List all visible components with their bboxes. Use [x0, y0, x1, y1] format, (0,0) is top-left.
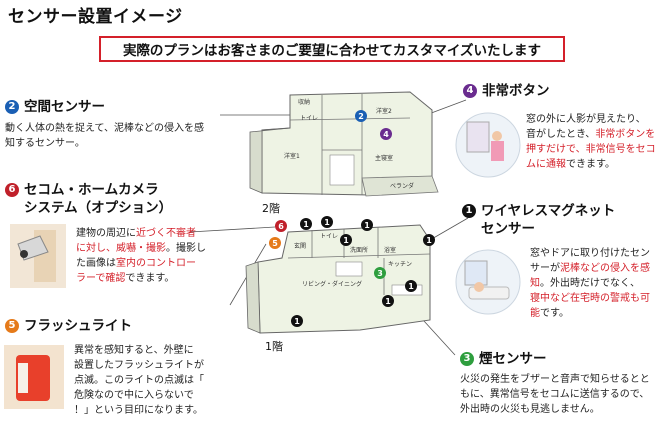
- customization-banner: 実際のプランはお客さまのご要望に合わせてカスタマイズいたします: [99, 36, 565, 62]
- window-sensor-illustration-icon: [455, 249, 521, 315]
- room-label-kitchen: キッチン: [388, 261, 412, 268]
- marker-3: 3: [374, 267, 386, 279]
- second-floor-plan: [249, 91, 439, 197]
- sensor-2-heading: 2 空間センサー: [5, 98, 223, 116]
- camera-illustration-icon: [10, 224, 66, 288]
- sensor-1-title-1: ワイヤレスマグネット: [481, 203, 616, 219]
- sensor-6-title-2: システム（オプション）: [24, 200, 173, 216]
- room-label-closet: 収納: [298, 98, 310, 106]
- marker-1-g: 1: [405, 280, 417, 292]
- sensor-2-title: 空間センサー: [24, 99, 105, 115]
- room-label-western2: 洋室2: [376, 107, 392, 115]
- marker-4-2f: 4: [380, 128, 392, 140]
- flashlight-illustration-icon: [4, 345, 64, 409]
- sensor-4-heading: 4 非常ボタン: [463, 82, 550, 100]
- svg-text:1: 1: [294, 317, 300, 326]
- sensor-1-number: 1: [462, 204, 476, 218]
- sensor-5-title: フラッシュライト: [24, 318, 132, 334]
- sensor-3-block: 3 煙センサー 火災の発生をブザーと音声で知らせるとと もに、異常信号をセコムに…: [460, 350, 660, 417]
- svg-text:4: 4: [383, 130, 389, 139]
- sensor-3-heading: 3 煙センサー: [460, 350, 660, 368]
- banner-text: 実際のプランはお客さまのご要望に合わせてカスタマイズいたします: [122, 43, 542, 59]
- room-label-washroom: 洗面所: [350, 246, 368, 254]
- page-title: センサー設置イメージ: [8, 7, 183, 27]
- floor-label-1f: 1階: [265, 340, 283, 353]
- marker-1-c: 1: [361, 219, 373, 231]
- sensor-6-desc: 建物の周辺に近づく不審者 に対し、威嚇・撮影。撮影し た画像は室内のコントロー …: [76, 228, 206, 284]
- room-label-veranda: ベランダ: [390, 182, 414, 190]
- marker-1-a: 1: [300, 218, 312, 230]
- room-label-toilet-1f: トイレ: [320, 233, 338, 240]
- sensor-1-desc: 窓やドアに取り付けたセン サーが泥棒などの侵入を感 知。外出時だけでなく、 寝中…: [530, 248, 650, 319]
- svg-text:1: 1: [385, 297, 391, 306]
- svg-text:2: 2: [358, 112, 364, 121]
- sensor-6-heading: 6 セコム・ホームカメラ: [5, 181, 225, 199]
- sensor-2-block: 2 空間センサー 動く人体の熱を捉えて、泥棒などの侵入を感 知するセンサー。: [5, 98, 223, 151]
- svg-text:1: 1: [303, 220, 309, 229]
- sensor-3-desc: 火災の発生をブザーと音声で知らせるとと もに、異常信号をセコムに送信するので、 …: [460, 374, 650, 415]
- sensor-3-title: 煙センサー: [479, 351, 547, 367]
- sensor-3-number: 3: [460, 352, 474, 366]
- marker-1-e: 1: [423, 234, 435, 246]
- svg-text:1: 1: [343, 236, 349, 245]
- marker-6: 6: [275, 220, 287, 232]
- svg-text:1: 1: [426, 236, 432, 245]
- sensor-5-number: 5: [5, 319, 19, 333]
- panic-button-illustration-icon: [455, 112, 521, 178]
- sensor-6-number: 6: [5, 183, 19, 197]
- sensor-4-number: 4: [463, 84, 477, 98]
- room-label-entrance: 玄関: [294, 242, 306, 250]
- room-label-living: リビング・ダイニング: [302, 280, 362, 288]
- sensor-6-block: 6 セコム・ホームカメラ システム（オプション）: [5, 181, 225, 217]
- marker-1-d: 1: [340, 234, 352, 246]
- room-label-western1: 洋室1: [284, 152, 300, 160]
- marker-1-h: 1: [291, 315, 303, 327]
- sensor-4-title: 非常ボタン: [482, 83, 550, 99]
- marker-1-f: 1: [382, 295, 394, 307]
- floor-label-2f: 2階: [262, 202, 280, 215]
- marker-5: 5: [269, 237, 281, 249]
- sensor-5-heading: 5 フラッシュライト: [5, 317, 132, 335]
- svg-text:1: 1: [324, 218, 330, 227]
- sensor-1-title-2: センサー: [481, 221, 535, 237]
- svg-text:1: 1: [408, 282, 414, 291]
- marker-2-2f: 2: [355, 110, 367, 122]
- sensor-4-desc: 窓の外に人影が見えたり、 音がしたとき、非常ボタンを 押すだけで、非常信号をセコ…: [526, 114, 656, 170]
- sensor-2-desc: 動く人体の熱を捉えて、泥棒などの侵入を感 知するセンサー。: [5, 123, 204, 149]
- svg-text:6: 6: [278, 222, 284, 231]
- sensor-5-desc: 異常を感知すると、外壁に 設置したフラッシュライトが 点滅。このライトの点滅は「…: [74, 345, 204, 416]
- room-label-master: 主寝室: [375, 154, 393, 162]
- room-label-toilet-2f: トイレ: [300, 115, 318, 122]
- svg-text:5: 5: [272, 239, 278, 248]
- sensor-2-number: 2: [5, 100, 19, 114]
- svg-text:3: 3: [377, 269, 383, 278]
- sensor-1-heading: 1 ワイヤレスマグネット センサー: [462, 202, 615, 238]
- marker-1-b: 1: [321, 216, 333, 228]
- sensor-6-title-1: セコム・ホームカメラ: [24, 182, 159, 198]
- room-label-bath: 浴室: [384, 246, 396, 254]
- svg-text:1: 1: [364, 221, 370, 230]
